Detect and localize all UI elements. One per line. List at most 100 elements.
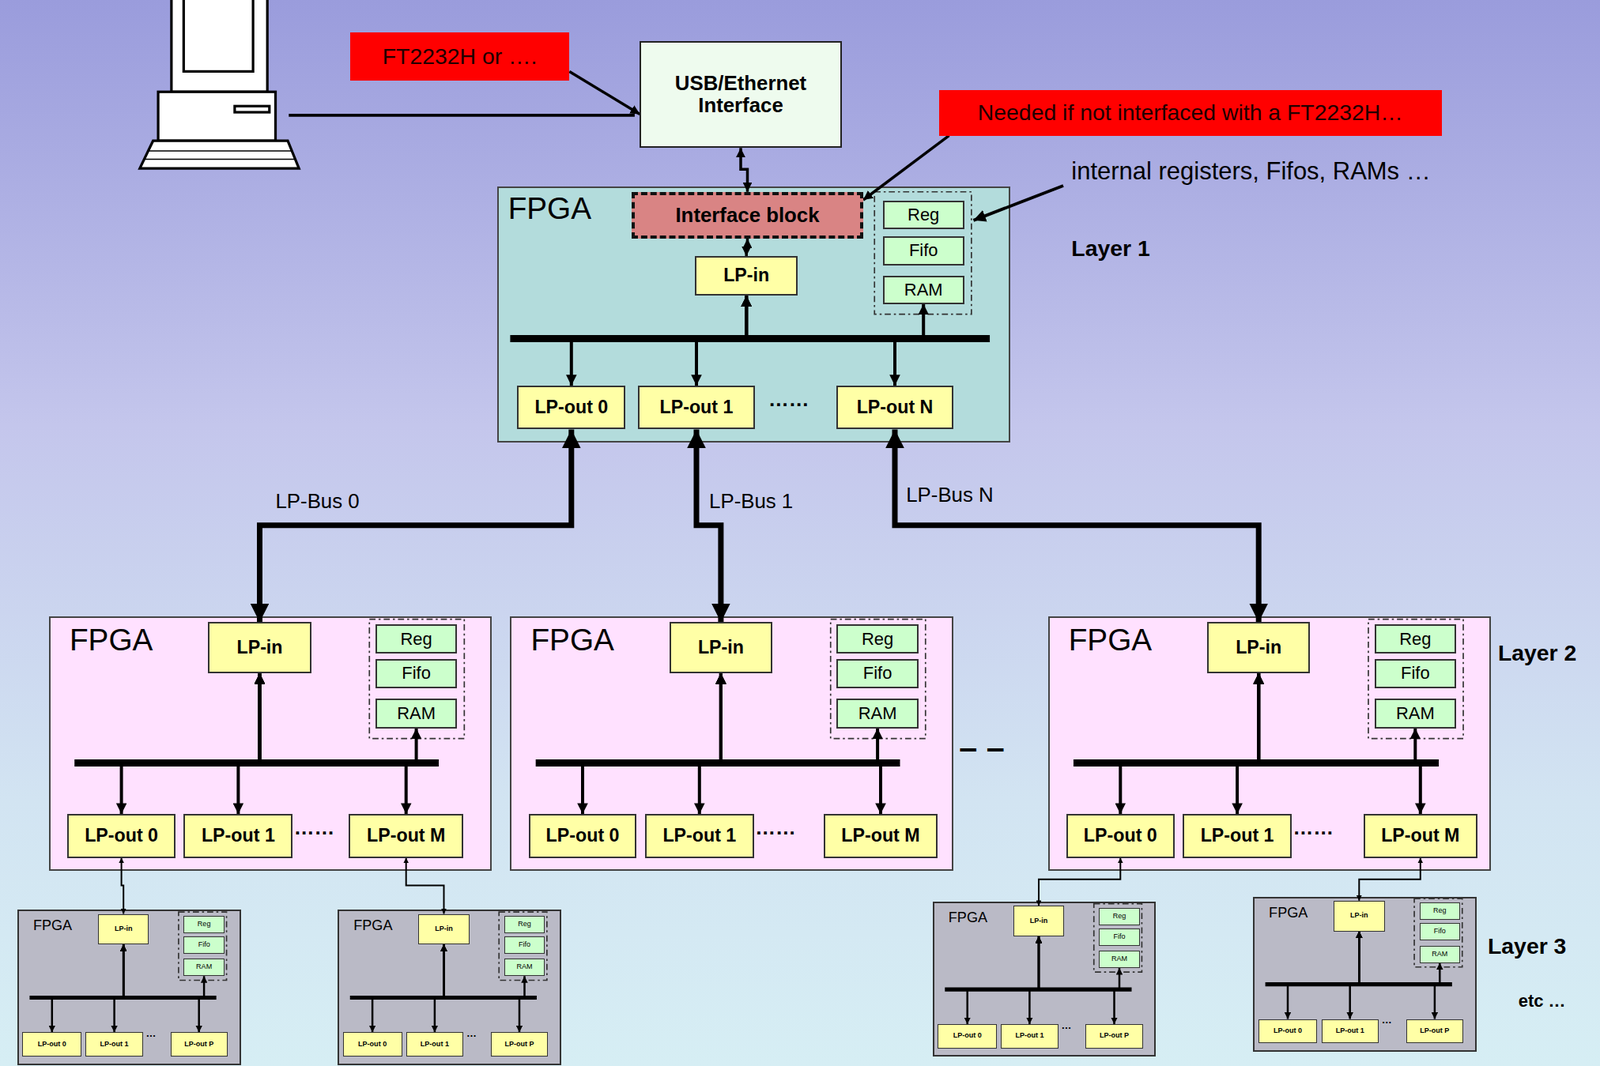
memory-box: Fifo	[504, 936, 546, 955]
port-box: LP-out 1	[183, 814, 293, 859]
memory-box: RAM	[1374, 698, 1457, 729]
box-text: LP-out 1	[100, 1041, 129, 1050]
memory-box: Reg	[504, 916, 546, 934]
port-box: LP-out 1	[406, 1032, 464, 1057]
box-text: RAM	[904, 280, 944, 300]
port-box: LP-out 0	[1066, 814, 1175, 859]
box-text: Fifo	[1433, 928, 1446, 936]
fpga-block: FPGALP-inRegFifoRAMLP-out 0LP-out 1LP-ou…	[49, 616, 492, 872]
ellipsis-mark: …	[466, 1028, 477, 1040]
fpga-block: FPGALP-inRegFifoRAMLP-out 0LP-out 1LP-ou…	[17, 909, 242, 1065]
bus-label: LP-Bus N	[905, 483, 993, 506]
callout-box: FT2232H or ….	[350, 32, 570, 81]
box-text: LP-out 1	[660, 397, 734, 419]
fpga-title: FPGA	[33, 917, 72, 935]
box-text: Reg	[907, 205, 940, 225]
memory-box: RAM	[504, 958, 546, 977]
box-text: LP-out 0	[37, 1041, 67, 1050]
port-box: LP-out 0	[516, 385, 626, 431]
box-text: LP-out 0	[1273, 1027, 1302, 1036]
box-text: Fifo	[401, 664, 431, 684]
box-text: Reg	[517, 920, 532, 929]
box-text: RAM	[1111, 955, 1128, 964]
port-box: LP-out M	[1363, 814, 1479, 859]
bus-connector	[260, 429, 572, 623]
box-text: LP-out 1	[662, 826, 736, 847]
box-text: Fifo	[1400, 664, 1431, 684]
box-text: RAM	[516, 963, 533, 972]
port-box: LP-out 1	[85, 1032, 143, 1057]
box-text: LP-in	[236, 637, 283, 659]
port-box: LP-in	[1207, 622, 1310, 674]
bus-label: LP-Bus 0	[275, 490, 360, 513]
box-text: Fifo	[518, 941, 531, 950]
box-text: Needed if not interfaced with a FT2232H…	[977, 100, 1404, 125]
port-box: LP-out 0	[528, 814, 638, 859]
box-text: Reg	[197, 920, 212, 929]
ellipsis-mark: ……	[294, 816, 336, 839]
box-text: Reg	[1433, 907, 1447, 916]
fpga-title: FPGA	[69, 622, 153, 658]
box-text: Fifo	[863, 664, 893, 684]
box-text: LP-out P	[504, 1041, 534, 1050]
bus-connector	[740, 147, 748, 193]
port-box: LP-out 0	[937, 1024, 997, 1050]
port-box: LP-in	[418, 914, 470, 946]
fpga-title: FPGA	[353, 917, 393, 935]
bus-connector	[894, 429, 1259, 623]
box-text: LP-out 0	[1083, 826, 1158, 847]
note-label: etc …	[1518, 992, 1567, 1012]
port-box: LP-out P	[170, 1032, 228, 1057]
box-text: Fifo	[1113, 933, 1125, 942]
memory-box: RAM	[1419, 946, 1461, 964]
port-box: LP-out 0	[1258, 1019, 1318, 1045]
interface-box: USB/Ethernet Interface	[639, 41, 842, 149]
port-box: LP-in	[207, 622, 311, 674]
note-label: Layer 2	[1498, 641, 1577, 666]
note-label: Layer 1	[1071, 236, 1150, 261]
box-text: LP-out 0	[546, 826, 620, 847]
memory-box: Reg	[1419, 902, 1461, 921]
memory-box: RAM	[375, 698, 457, 729]
box-text: Reg	[400, 630, 433, 650]
port-box: LP-in	[694, 256, 798, 296]
fpga-block: FPGALP-inRegFifoRAMLP-out 0LP-out 1LP-ou…	[932, 901, 1157, 1057]
box-text: Reg	[1113, 913, 1127, 921]
fpga-title: FPGA	[1068, 622, 1152, 658]
port-box: LP-out 1	[637, 385, 755, 431]
box-text: LP-out 1	[201, 826, 276, 847]
box-text: LP-out 0	[534, 397, 608, 419]
fpga-block: FPGALP-inRegFifoRAMLP-out 0LP-out 1LP-ou…	[1048, 616, 1491, 872]
computer-link	[288, 113, 635, 117]
port-box: LP-out 0	[343, 1032, 403, 1057]
box-text: LP-out 0	[953, 1032, 982, 1041]
fpga-block: FPGALP-inRegFifoRAMLP-out 0LP-out 1LP-ou…	[509, 616, 953, 872]
box-text: LP-out M	[366, 826, 446, 847]
box-text: RAM	[1431, 950, 1448, 959]
port-box: LP-out M	[823, 814, 939, 859]
interface-block: Interface block	[631, 192, 864, 239]
bus-bar	[29, 984, 1452, 999]
port-box: LP-in	[98, 914, 150, 946]
note-label: internal registers, Fifos, RAMs …	[1071, 158, 1431, 185]
memory-box: Fifo	[183, 936, 225, 955]
box-text: Fifo	[198, 941, 211, 950]
computer-icon	[139, 0, 299, 169]
bus-connector	[569, 71, 640, 114]
box-text: LP-in	[698, 637, 744, 659]
box-text: LP-in	[114, 925, 133, 934]
box-text: LP-out N	[856, 397, 934, 419]
ellipsis-mark: …	[1381, 1015, 1393, 1027]
port-box: LP-out P	[1085, 1024, 1143, 1050]
port-box: LP-out 1	[1000, 1024, 1058, 1050]
ellipsis-mark: ……	[754, 816, 797, 839]
callout-box: Needed if not interfaced with a FT2232H…	[939, 90, 1442, 136]
memory-box: Fifo	[375, 659, 457, 689]
port-box: LP-in	[1013, 905, 1065, 937]
note-label: Layer 3	[1487, 934, 1567, 959]
memory-box: RAM	[1098, 950, 1140, 969]
memory-box: Fifo	[1098, 928, 1140, 947]
bus-connector	[746, 238, 748, 257]
memory-box: RAM	[836, 698, 918, 729]
